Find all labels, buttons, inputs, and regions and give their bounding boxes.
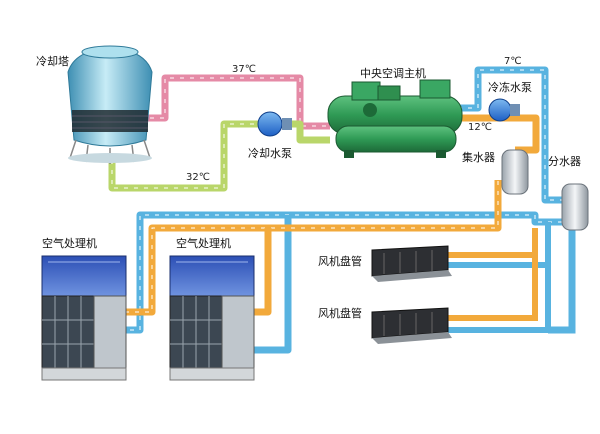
label-cooling-pump: 冷却水泵 — [248, 147, 292, 160]
cooling-water-pipes — [108, 74, 330, 192]
label-cooling-tower: 冷却塔 — [36, 55, 69, 68]
water-collector-tank — [501, 149, 529, 195]
label-distributor: 分水器 — [548, 155, 581, 168]
temp-cooling-cold: 32℃ — [186, 172, 210, 183]
label-ahu-2: 空气处理机 — [176, 237, 231, 250]
air-handling-unit-2 — [169, 255, 255, 381]
fan-coil-unit-2 — [371, 307, 452, 344]
cooling-tower — [67, 45, 153, 164]
label-chiller: 中央空调主机 — [360, 67, 426, 80]
label-fcu-1: 风机盘管 — [318, 255, 362, 268]
cooling-pump — [257, 111, 292, 137]
temp-chilled-supply: 7℃ — [504, 56, 522, 67]
air-handling-unit-1 — [41, 255, 127, 381]
chilled-water-pump — [488, 98, 520, 122]
label-chilled-pump: 冷冻水泵 — [488, 81, 532, 94]
water-distributor-tank — [561, 183, 589, 231]
temp-chilled-return: 12℃ — [468, 122, 492, 133]
temp-cooling-hot: 37℃ — [232, 64, 256, 75]
label-ahu-1: 空气处理机 — [42, 237, 97, 250]
central-chiller — [327, 79, 463, 158]
fan-coil-unit-1 — [371, 245, 452, 282]
label-collector: 集水器 — [462, 151, 495, 164]
label-fcu-2: 风机盘管 — [318, 307, 362, 320]
chilled-water-pipes — [118, 66, 576, 354]
